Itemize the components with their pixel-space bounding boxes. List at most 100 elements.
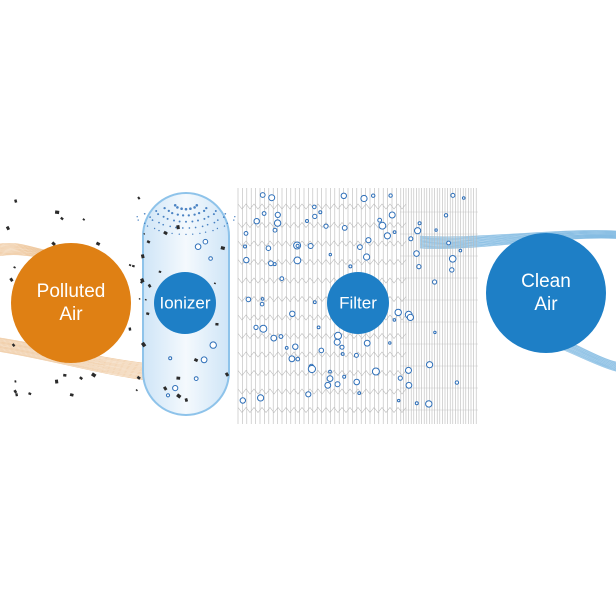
charged-particle <box>259 192 266 198</box>
charged-particle <box>405 366 412 374</box>
dust-particle <box>140 277 145 283</box>
dust-particle <box>9 277 14 282</box>
charged-particle <box>259 324 268 333</box>
charged-particle <box>461 196 466 200</box>
charged-particle <box>295 243 300 248</box>
charged-particle <box>406 313 414 321</box>
clean-air-circle <box>486 233 606 353</box>
emitter-dot <box>163 206 166 210</box>
charged-particle <box>318 210 323 215</box>
emitter-dot <box>194 226 197 229</box>
charged-particle <box>307 364 316 374</box>
dust-particle <box>135 389 138 392</box>
emitter-dot <box>204 231 207 233</box>
ionizer-circle <box>154 272 216 334</box>
charged-particle <box>328 252 332 257</box>
charged-particle <box>340 352 345 356</box>
charged-particle <box>288 355 296 363</box>
dust-particle <box>176 225 180 230</box>
dust-particle <box>128 263 132 267</box>
dust-particle <box>13 389 18 394</box>
charged-particle <box>377 217 383 223</box>
dust-particle <box>215 322 219 326</box>
charged-particle <box>432 279 438 285</box>
emitter-dot <box>162 223 165 226</box>
dust-particle <box>213 282 217 285</box>
charged-particle <box>448 254 457 263</box>
dust-particle <box>224 372 230 377</box>
emitter-dot <box>143 212 146 215</box>
emitter-dot <box>158 229 160 232</box>
charged-particle <box>257 394 265 402</box>
emitter-dot <box>197 211 201 215</box>
emitter-dot <box>213 221 216 224</box>
charged-particle <box>357 244 363 251</box>
emitter-dot <box>212 213 215 216</box>
charged-particle <box>365 237 372 244</box>
charged-particle <box>388 341 392 345</box>
dust-particle <box>13 266 16 269</box>
dust-particle <box>95 241 101 246</box>
emitter-dot <box>195 204 199 207</box>
charged-particle <box>443 213 449 218</box>
dust-particle <box>69 393 74 397</box>
mesh-zigzag <box>237 351 407 358</box>
charged-particle <box>414 227 422 235</box>
charged-particle <box>454 380 460 385</box>
charged-particle <box>324 381 332 389</box>
emitter-dot <box>151 219 154 221</box>
charged-particle <box>312 213 318 220</box>
emitter-dot <box>216 219 219 221</box>
charged-particle <box>417 221 422 226</box>
charged-particle <box>348 264 353 269</box>
emitter-dot <box>137 219 139 221</box>
emitter-dot <box>155 210 158 212</box>
emitter-dot <box>184 207 188 211</box>
charged-particle <box>397 375 403 381</box>
emitter-dot <box>233 219 235 221</box>
charged-particle <box>289 310 296 317</box>
charged-particle <box>334 331 342 340</box>
flow-streak <box>0 349 151 379</box>
emitter-dot <box>214 210 217 212</box>
dust-particle <box>143 232 146 235</box>
mesh-zigzag <box>237 259 407 265</box>
dust-particle <box>5 225 11 231</box>
charged-particle <box>243 244 247 249</box>
dust-particle <box>184 398 189 402</box>
dust-particle <box>220 246 226 251</box>
charged-particle <box>426 361 434 369</box>
charged-particle <box>209 341 217 349</box>
charged-particle <box>165 393 171 398</box>
flow-streak <box>0 351 151 381</box>
emitter-dot <box>192 233 194 235</box>
dust-particle <box>54 379 59 384</box>
charged-particle <box>316 325 321 330</box>
emitter-dot <box>205 206 208 210</box>
dust-particle <box>28 392 32 396</box>
emitter-dot <box>216 227 219 230</box>
charged-particle <box>357 391 362 396</box>
charged-particle <box>388 211 396 219</box>
emitter-dot <box>180 207 183 210</box>
charged-particle <box>274 211 281 218</box>
emitter-dot <box>153 227 156 230</box>
emitter-dot <box>188 227 191 229</box>
charged-particle <box>193 376 199 382</box>
filter-circle <box>327 272 389 334</box>
dust-particle <box>63 373 67 377</box>
flow-streak <box>559 348 616 372</box>
emitter-dot <box>173 219 175 222</box>
charged-particle <box>268 194 276 202</box>
charged-particle <box>414 401 419 406</box>
dust-particle <box>140 254 145 259</box>
charged-particle <box>371 193 376 198</box>
charged-particle <box>312 204 317 210</box>
emitter-dot <box>146 225 149 227</box>
charged-particle <box>340 192 347 200</box>
emitter-dot <box>157 213 160 216</box>
emitter-dot <box>222 216 225 218</box>
dust-particle <box>60 216 64 221</box>
emitter-dot <box>162 215 165 218</box>
dust-particle <box>162 386 168 391</box>
